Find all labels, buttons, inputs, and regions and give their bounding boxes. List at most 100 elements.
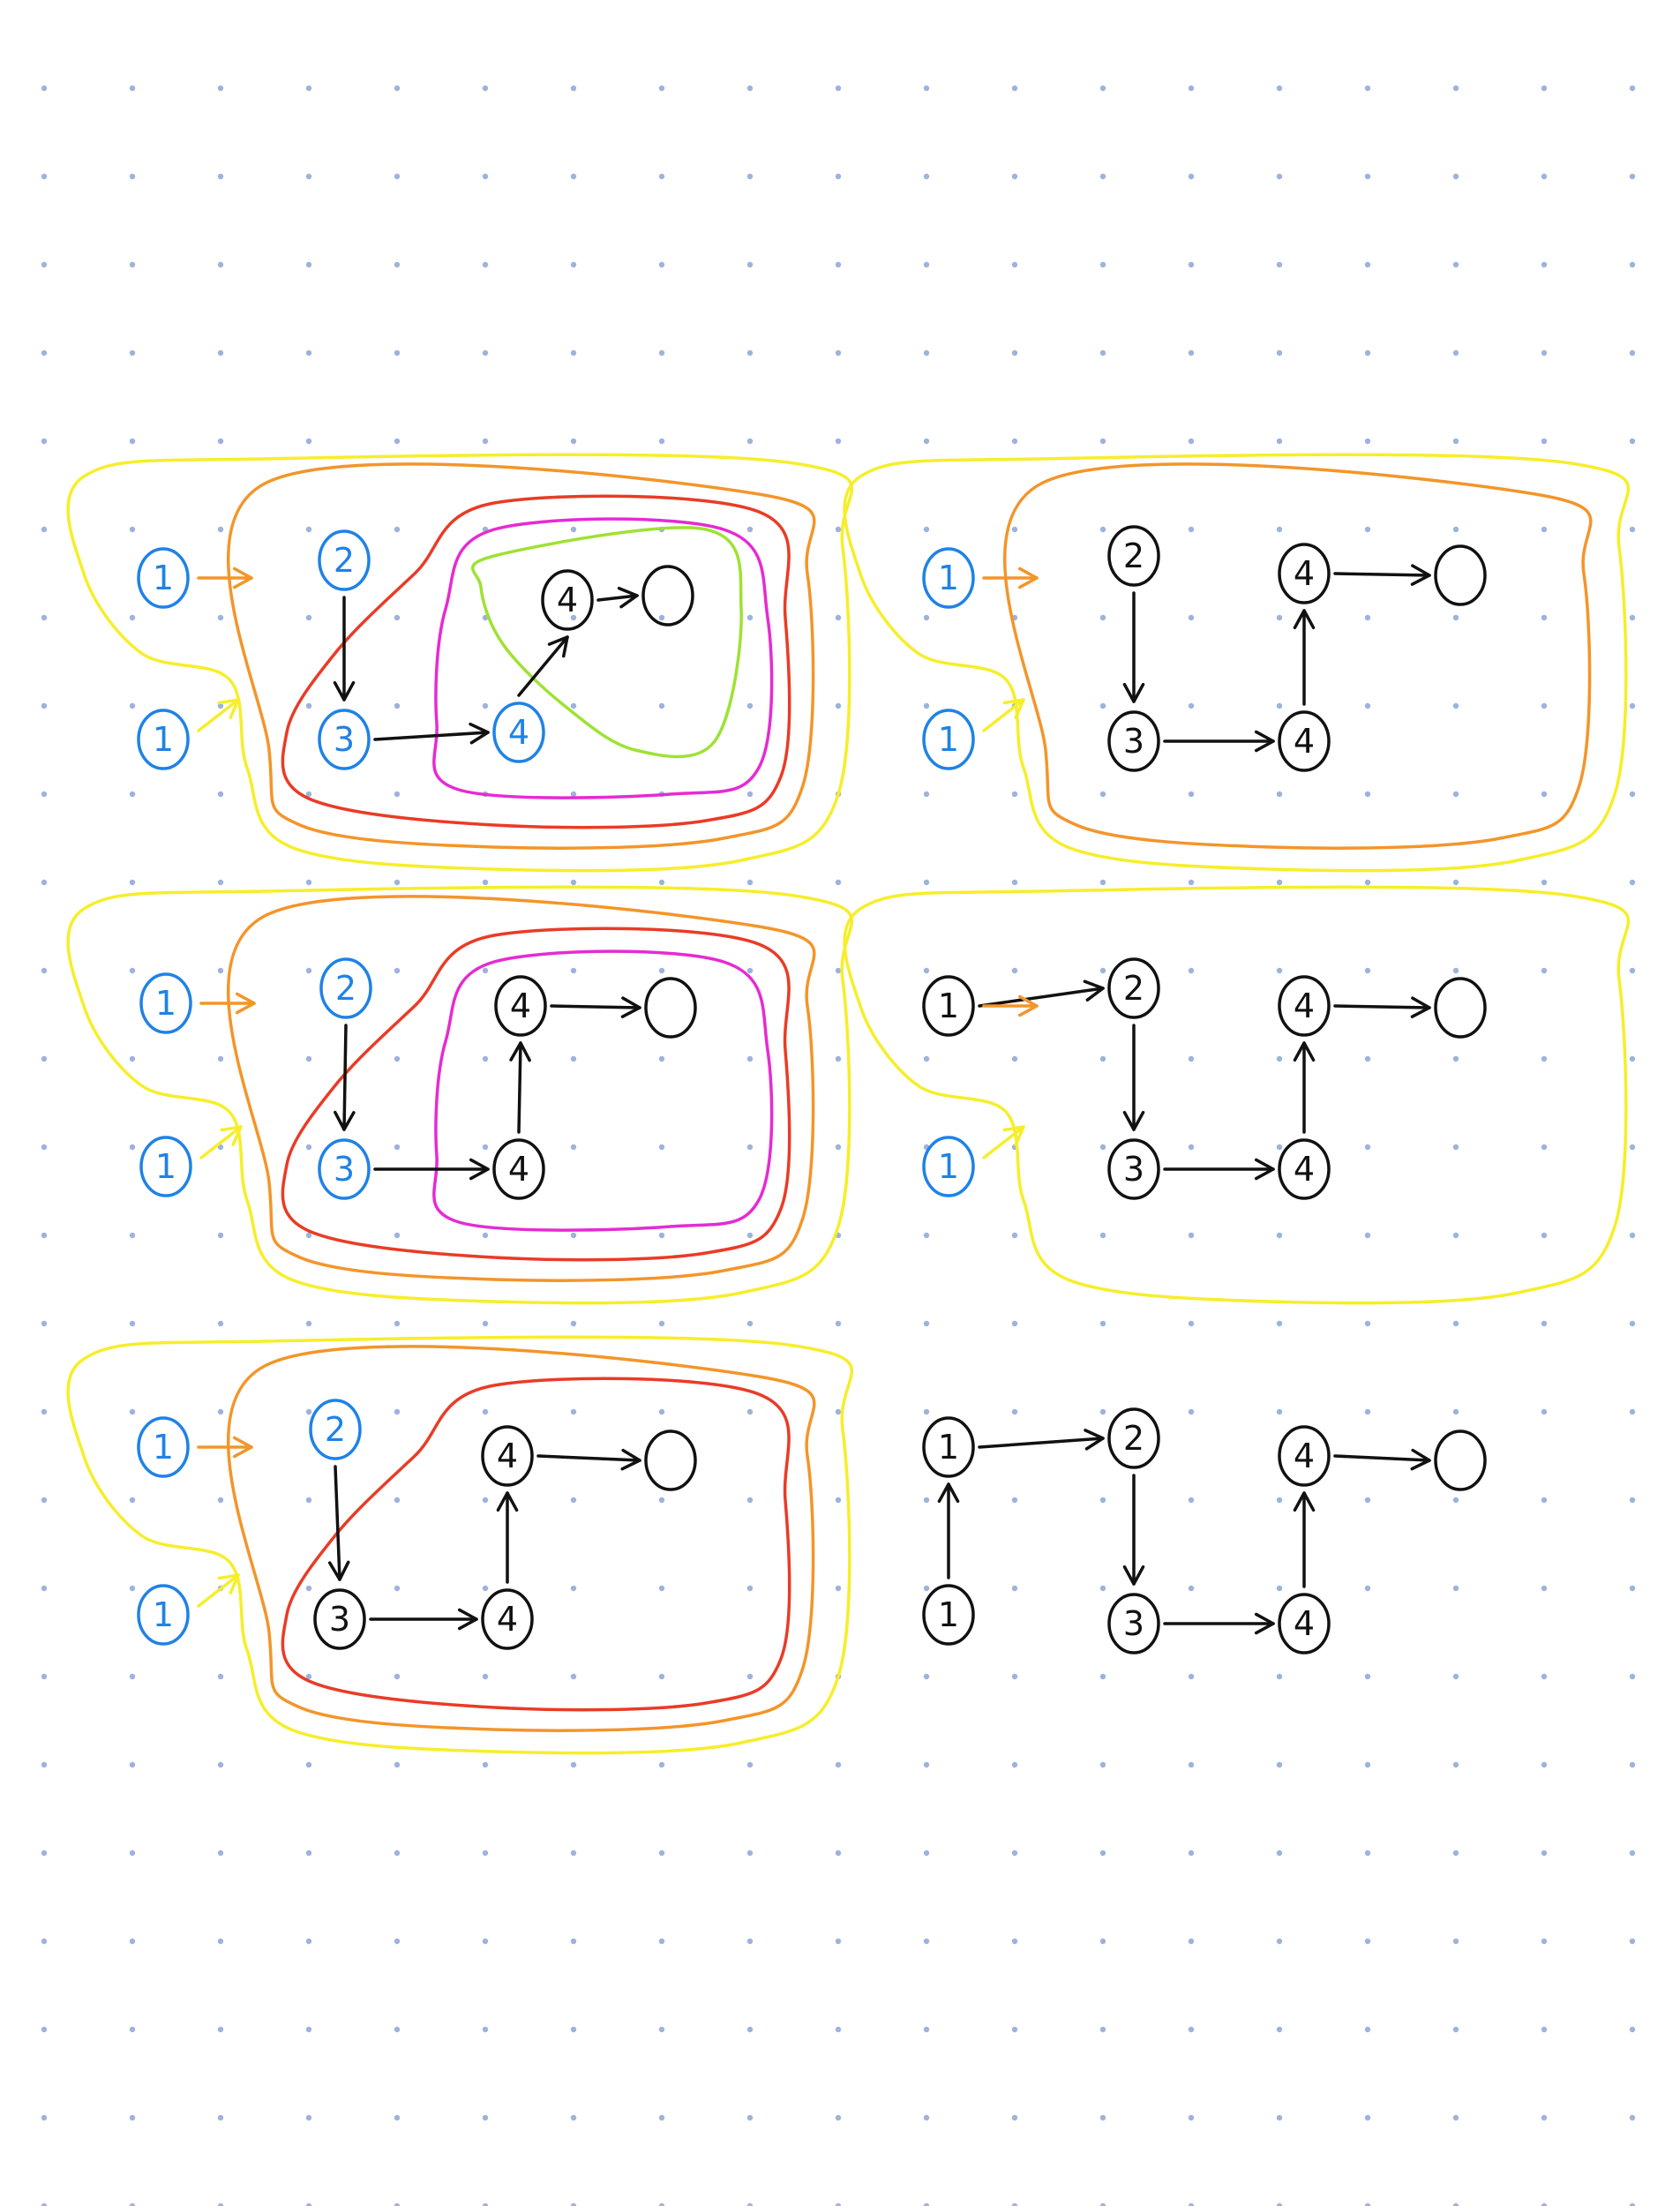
- grid-dot: [1011, 791, 1018, 798]
- entry-arrow-yellow-head: [1002, 1125, 1025, 1146]
- node-4: 4: [481, 1588, 534, 1650]
- yellow-boundary: [843, 885, 1631, 1305]
- grid-dot: [305, 349, 312, 356]
- grid-dot: [305, 1938, 312, 1945]
- node-1: 1: [922, 1584, 975, 1646]
- grid-dot: [1276, 1320, 1283, 1327]
- red-boundary: [281, 927, 791, 1262]
- edge-4-4-head: [509, 1041, 531, 1062]
- grid-dot: [835, 2114, 842, 2121]
- node-4: 4: [1278, 710, 1331, 772]
- node-1-circle: [922, 975, 975, 1037]
- entry-arrow-yellow-head: [220, 1125, 243, 1146]
- yellow-boundary: [66, 1335, 854, 1755]
- edge-4-0-head: [620, 996, 641, 1018]
- node-1: 1: [137, 1584, 190, 1646]
- grid-dot: [1452, 1673, 1459, 1680]
- grid-dot: [570, 2026, 577, 2033]
- grid-dot: [746, 791, 754, 798]
- grid-dot: [1452, 1408, 1459, 1415]
- node-4-circle: [541, 569, 594, 631]
- node-4-label: 4: [1294, 1437, 1315, 1475]
- grid-dot: [129, 1320, 136, 1327]
- grid-dot: [658, 173, 665, 180]
- grid-dot: [1541, 791, 1548, 798]
- grid-dot: [394, 791, 401, 798]
- node-4-circle: [494, 975, 547, 1037]
- grid-dot: [305, 173, 312, 180]
- node-3-label: 3: [1123, 1150, 1144, 1189]
- node-3-circle: [318, 1138, 371, 1200]
- grid-dot: [1452, 791, 1459, 798]
- grid-dot: [1099, 1673, 1106, 1680]
- grid-dot: [129, 2114, 136, 2121]
- grid-dot: [1276, 1144, 1283, 1151]
- grid-dot: [1452, 614, 1459, 621]
- grid-dot: [1364, 1850, 1371, 1857]
- grid-dot: [746, 1585, 754, 1592]
- grid-dot: [305, 1055, 312, 1062]
- node-4: 4: [1278, 1138, 1331, 1200]
- grid-dot: [835, 1497, 842, 1504]
- node-1-label: 1: [938, 987, 959, 1025]
- grid-dot: [1541, 349, 1548, 356]
- grid-dot: [129, 2202, 136, 2206]
- grid-dot: [129, 614, 136, 621]
- grid-dot: [41, 1850, 48, 1857]
- grid-dot: [394, 2026, 401, 2033]
- grid-dot: [658, 261, 665, 268]
- edge-1-1-head: [937, 1482, 960, 1504]
- grid-dot: [746, 438, 754, 445]
- grid-dot: [1099, 702, 1106, 709]
- grid-dot: [1011, 1850, 1018, 1857]
- grid-dot: [217, 614, 224, 621]
- grid-dot: [394, 1585, 401, 1592]
- grid-dot: [1541, 2026, 1548, 2033]
- grid-dot: [1452, 1938, 1459, 1945]
- grid-dot: [1541, 2202, 1548, 2206]
- grid-dot: [1011, 2202, 1018, 2206]
- grid-dot: [1629, 2202, 1636, 2206]
- grid-dot: [305, 526, 312, 533]
- grid-dot: [1011, 526, 1018, 533]
- grid-dot: [1364, 614, 1371, 621]
- grid-dot: [1629, 261, 1636, 268]
- grid-dot: [1452, 438, 1459, 445]
- grid-dot: [1099, 261, 1106, 268]
- grid-dot: [1188, 261, 1195, 268]
- grid-dot: [217, 526, 224, 533]
- grid-dot: [41, 879, 48, 886]
- node-1-label: 1: [938, 720, 959, 759]
- grid-dot: [1541, 1497, 1548, 1504]
- grid-dot: [570, 438, 577, 445]
- grid-dot: [129, 791, 136, 798]
- grid-dot: [658, 85, 665, 92]
- grid-dot: [1188, 614, 1195, 621]
- grid-dot: [658, 879, 665, 886]
- node-4: 4: [1278, 1425, 1331, 1487]
- grid-dot: [570, 2202, 577, 2206]
- grid-dot: [1541, 1144, 1548, 1151]
- grid-dot: [1541, 526, 1548, 533]
- grid-dot: [1364, 1938, 1371, 1945]
- node-4-label: 4: [497, 1600, 518, 1639]
- grid-dot: [1276, 173, 1283, 180]
- grid-dot: [1099, 1320, 1106, 1327]
- grid-dot: [1364, 1144, 1371, 1151]
- grid-dot: [394, 1497, 401, 1504]
- grid-dot: [570, 1320, 577, 1327]
- grid-dot: [923, 349, 930, 356]
- node-0: [644, 1429, 697, 1491]
- node-2-label: 2: [334, 541, 355, 580]
- grid-dot: [1541, 1585, 1548, 1592]
- edge-4-0: [550, 1004, 641, 1009]
- grid-dot: [129, 173, 136, 180]
- node-4-circle: [1278, 543, 1331, 604]
- node-0-circle: [1434, 1429, 1487, 1491]
- node-3-label: 3: [334, 1150, 355, 1189]
- grid-dot: [1188, 438, 1195, 445]
- grid-dot: [129, 261, 136, 268]
